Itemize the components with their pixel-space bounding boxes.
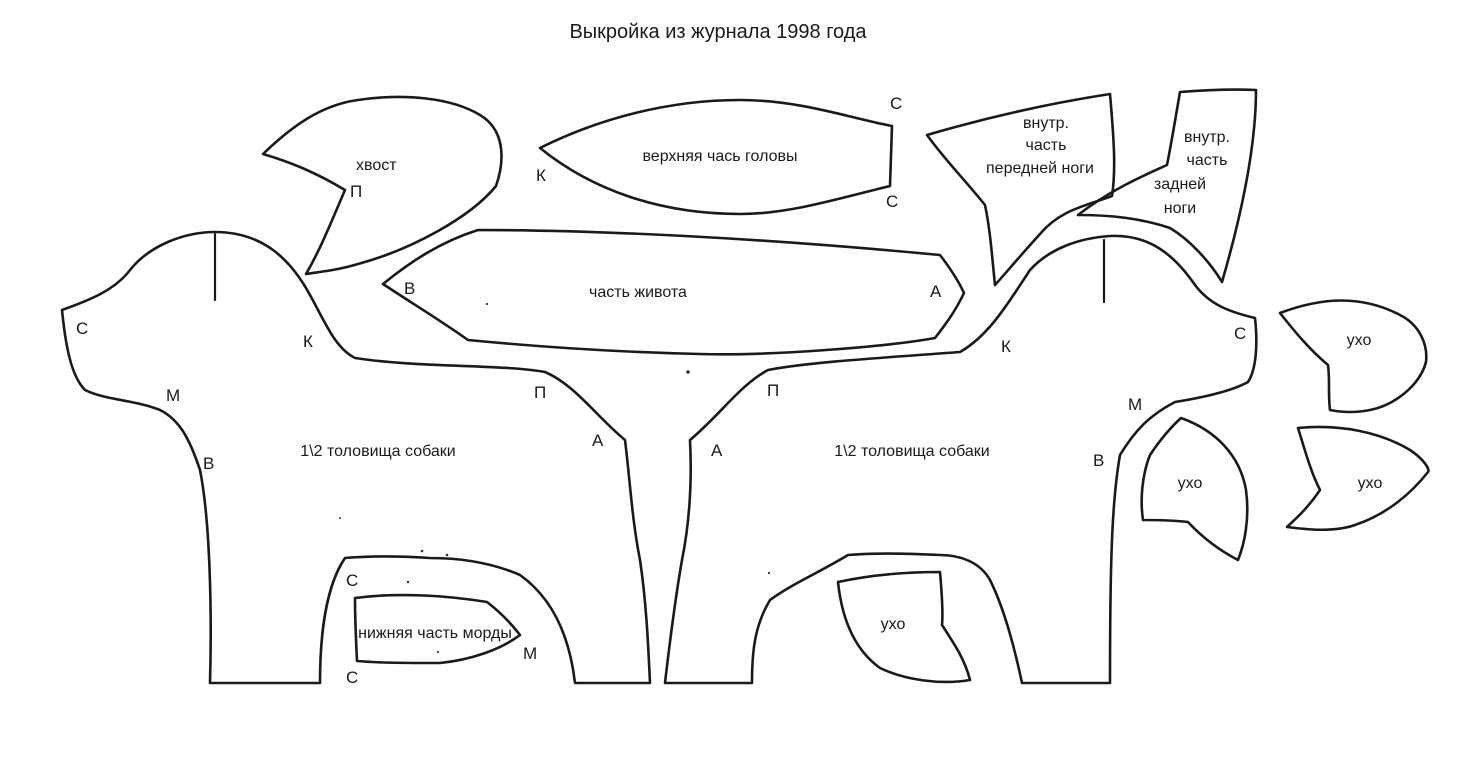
- torso-left-point-v: В: [203, 454, 214, 473]
- torso-right-point-v: В: [1093, 451, 1104, 470]
- torso-left-label: 1\2 толовища собаки: [300, 443, 455, 460]
- front-leg-line1: внутр.: [1023, 115, 1069, 132]
- ear-1-outline: [1278, 299, 1428, 414]
- torso-left-point-k: К: [303, 332, 313, 351]
- torso-right-point-c: С: [1234, 324, 1246, 343]
- hind-leg-line1: внутр.: [1184, 129, 1230, 146]
- scan-speck: [420, 549, 424, 553]
- scan-speck: [406, 580, 410, 584]
- scan-speck: [339, 517, 341, 519]
- ear-3-label: ухо: [1178, 475, 1203, 492]
- ear-piece-2: ухо: [1285, 425, 1430, 532]
- torso-left-piece: 1\2 толовища собаки С К М В П А: [60, 230, 652, 685]
- muzzle-bottom-point-c-top: С: [346, 571, 358, 590]
- torso-right-label: 1\2 толовища собаки: [834, 443, 989, 460]
- tail-piece: хвост П: [261, 95, 503, 276]
- tail-point-p: П: [350, 182, 362, 201]
- belly-outline: [381, 228, 966, 356]
- hind-leg-inner-outline: [1076, 88, 1258, 284]
- torso-left-point-a: А: [592, 431, 604, 450]
- scan-speck: [686, 370, 690, 374]
- scan-speck: [436, 650, 440, 654]
- ear-piece-1: ухо: [1278, 299, 1428, 414]
- ear-4-label: ухо: [881, 616, 906, 633]
- belly-label: часть живота: [589, 284, 687, 301]
- hind-leg-line2: часть: [1187, 152, 1228, 169]
- ear-piece-4: ухо: [836, 570, 972, 684]
- muzzle-bottom-outline: [353, 593, 522, 665]
- torso-right-point-a: А: [711, 441, 723, 460]
- ear-piece-3: ухо: [1140, 416, 1249, 562]
- torso-left-point-c: С: [76, 319, 88, 338]
- tail-outline: [261, 95, 503, 276]
- belly-point-v: В: [404, 279, 415, 298]
- torso-left-point-p: П: [534, 383, 546, 402]
- hind-leg-line3: задней: [1154, 176, 1206, 193]
- torso-right-point-p: П: [767, 381, 779, 400]
- front-leg-inner-outline: [925, 92, 1116, 287]
- muzzle-bottom-label: нижняя часть морды: [358, 625, 512, 642]
- scan-speck: [767, 571, 771, 575]
- muzzle-bottom-piece: нижняя часть морды С С М: [346, 571, 537, 687]
- head-top-point-c-bottom: С: [886, 192, 898, 211]
- ear-2-outline: [1285, 425, 1430, 532]
- pattern-title: Выкройка из журнала 1998 года: [569, 21, 867, 43]
- torso-left-outline: [60, 230, 652, 685]
- muzzle-bottom-point-m: М: [523, 644, 537, 663]
- head-top-point-k: К: [536, 166, 546, 185]
- scan-speck: [485, 302, 489, 306]
- ear-1-label: ухо: [1347, 332, 1372, 349]
- hind-leg-inner-piece: внутр. часть задней ноги: [1076, 88, 1258, 284]
- muzzle-bottom-point-c-bottom: С: [346, 668, 358, 687]
- belly-point-a: А: [930, 282, 942, 301]
- front-leg-inner-piece: внутр. часть передней ноги: [925, 92, 1116, 287]
- ear-2-label: ухо: [1358, 475, 1383, 492]
- head-top-label: верхняя чась головы: [642, 148, 797, 165]
- torso-right-point-m: М: [1128, 395, 1142, 414]
- front-leg-line2: часть: [1026, 137, 1067, 154]
- torso-right-outline: [663, 234, 1258, 685]
- scan-specks: [339, 302, 771, 654]
- scan-speck: [445, 553, 449, 557]
- belly-piece: часть живота В А: [381, 228, 966, 356]
- ear-3-outline: [1140, 416, 1249, 562]
- torso-right-piece: 1\2 толовища собаки С К М В П А: [663, 234, 1258, 685]
- torso-right-point-k: К: [1001, 337, 1011, 356]
- tail-label: хвост: [356, 157, 397, 174]
- torso-left-point-m: М: [166, 386, 180, 405]
- front-leg-line3: передней ноги: [986, 160, 1094, 177]
- head-top-piece: верхняя чась головы К С С: [536, 94, 902, 216]
- head-top-outline: [538, 98, 894, 216]
- head-top-point-c-top: С: [890, 94, 902, 113]
- hind-leg-line4: ноги: [1164, 200, 1197, 217]
- ear-4-outline: [836, 570, 972, 684]
